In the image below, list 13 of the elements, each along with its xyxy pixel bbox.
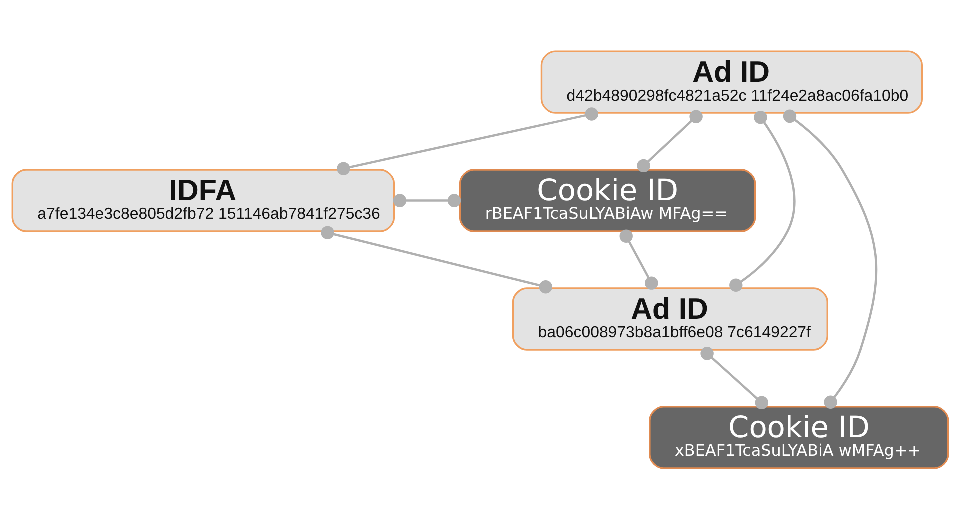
connector — [730, 111, 796, 292]
node-box: IDFA a7fe134e3c8e805d2fb72 151146ab7841f275c36 — [12, 169, 396, 232]
connector — [321, 226, 552, 294]
connector — [393, 194, 462, 208]
connector — [637, 110, 703, 173]
connector — [337, 108, 598, 176]
node-box: Ad ID d42b4890298fc4821a52c 11f24e2a8ac06fa10b0 — [540, 50, 924, 114]
connector — [620, 230, 658, 290]
node-box: Cookie ID xBEAF1TcaSuLYABiA wMFAg++ — [649, 406, 950, 470]
node-box: Cookie ID rBEAF1TcaSuLYABiAw MFAg== — [459, 169, 756, 232]
connector — [700, 347, 768, 410]
connector — [783, 110, 878, 409]
node-box: Ad ID ba06c008973b8a1bff6e08 7c6149227f — [512, 288, 828, 351]
